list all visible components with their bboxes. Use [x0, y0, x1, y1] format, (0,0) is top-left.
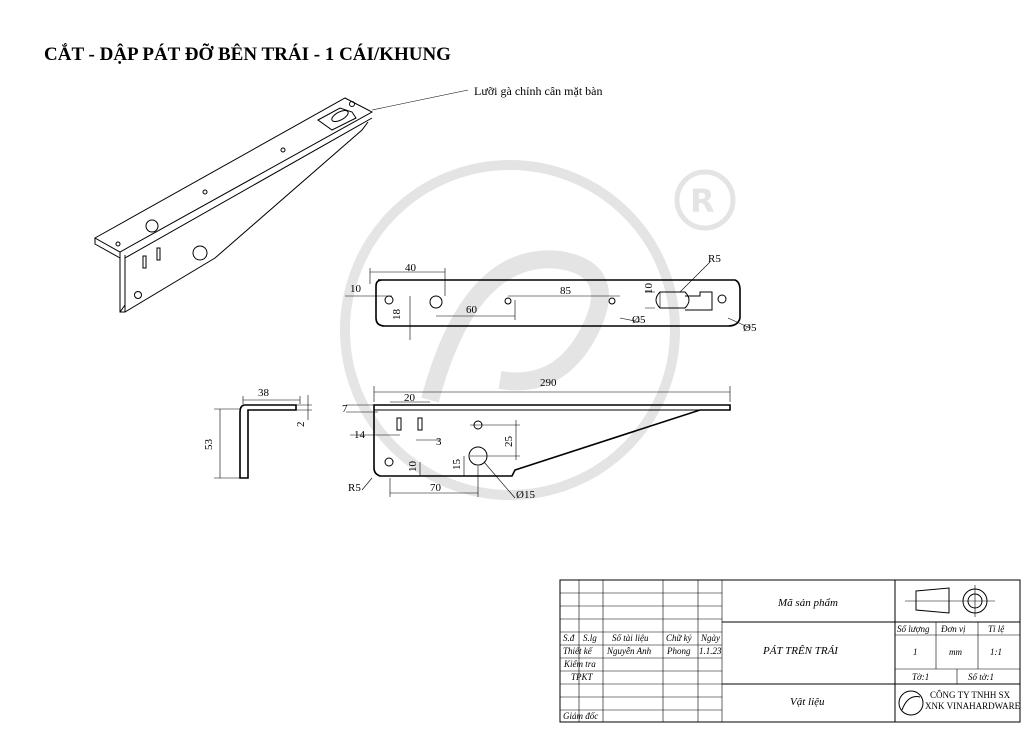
col-date: Ngày [700, 633, 720, 643]
callout-label: Lưỡi gà chỉnh cân mặt bàn [474, 84, 602, 98]
scale-value: 1:1 [990, 647, 1002, 657]
dim-60: 60 [466, 304, 478, 316]
dim-3: 3 [436, 436, 442, 448]
sheets-label: Số tờ:1 [968, 672, 994, 682]
row-designer: Thiết kế [563, 646, 594, 656]
qty-label: Số lượng [897, 624, 930, 634]
product-code-label: Mã sản phẩm [777, 597, 838, 609]
company-line2: XNK VINAHARDWARE [925, 701, 1021, 711]
part-name: PÁT TRÊN TRÁI [762, 645, 839, 657]
company-line1: CÔNG TY TNHH SX [930, 690, 1011, 700]
svg-text:R: R [690, 182, 715, 220]
dim-290: 290 [540, 377, 557, 389]
dim-14: 14 [354, 429, 366, 441]
watermark-logo: R [340, 160, 736, 500]
dim-18: 18 [391, 309, 403, 321]
dim-15: 15 [451, 459, 463, 471]
top-view [345, 261, 751, 340]
dim-85: 85 [560, 285, 572, 297]
title-block [559, 579, 1021, 723]
dim-7: 7 [342, 403, 348, 415]
sheet-label: Tờ:1 [912, 672, 929, 682]
dim-phi5a: Ø5 [632, 314, 646, 326]
dim-r5-front: R5 [348, 482, 361, 494]
designer-name: Nguyễn Anh [606, 646, 652, 656]
col-sign: Chữ ký [666, 633, 692, 643]
signer: Phong [666, 646, 691, 656]
dim-70: 70 [430, 482, 442, 494]
material-label: Vật liệu [790, 696, 825, 708]
col-doc: Số tài liệu [612, 633, 649, 643]
side-view [214, 395, 312, 479]
dim-10: 10 [407, 461, 419, 473]
front-view [346, 386, 731, 499]
drawing-title: CẮT - DẬP PÁT ĐỠ BÊN TRÁI - 1 CÁI/KHUNG [44, 43, 451, 65]
dim-40: 40 [405, 262, 417, 274]
scale-label: Tỉ lệ [988, 624, 1005, 634]
isometric-view [93, 89, 469, 313]
dim-25: 25 [503, 436, 515, 448]
dim-2: 2 [295, 422, 307, 428]
dim-phi5b: Ø5 [743, 322, 757, 334]
date: 1.1.23 [699, 646, 722, 656]
dim-53: 53 [203, 439, 215, 451]
col-slg: S.lg [583, 633, 597, 643]
dim-phi15: Ø15 [516, 489, 535, 501]
qty-value: 1 [913, 647, 918, 657]
dim-10a: 10 [350, 283, 362, 295]
dim-20: 20 [404, 392, 416, 404]
dim-10b: 10 [643, 283, 655, 295]
dim-38: 38 [258, 387, 270, 399]
row-check: Kiểm tra [563, 659, 596, 669]
row-director: Giám đốc [563, 711, 598, 721]
dim-r5-top: R5 [708, 253, 721, 265]
col-sd: S.đ [563, 633, 575, 643]
unit-label: Đơn vị [940, 624, 966, 634]
unit-value: mm [949, 647, 962, 657]
row-tpkt: TPKT [571, 672, 594, 682]
